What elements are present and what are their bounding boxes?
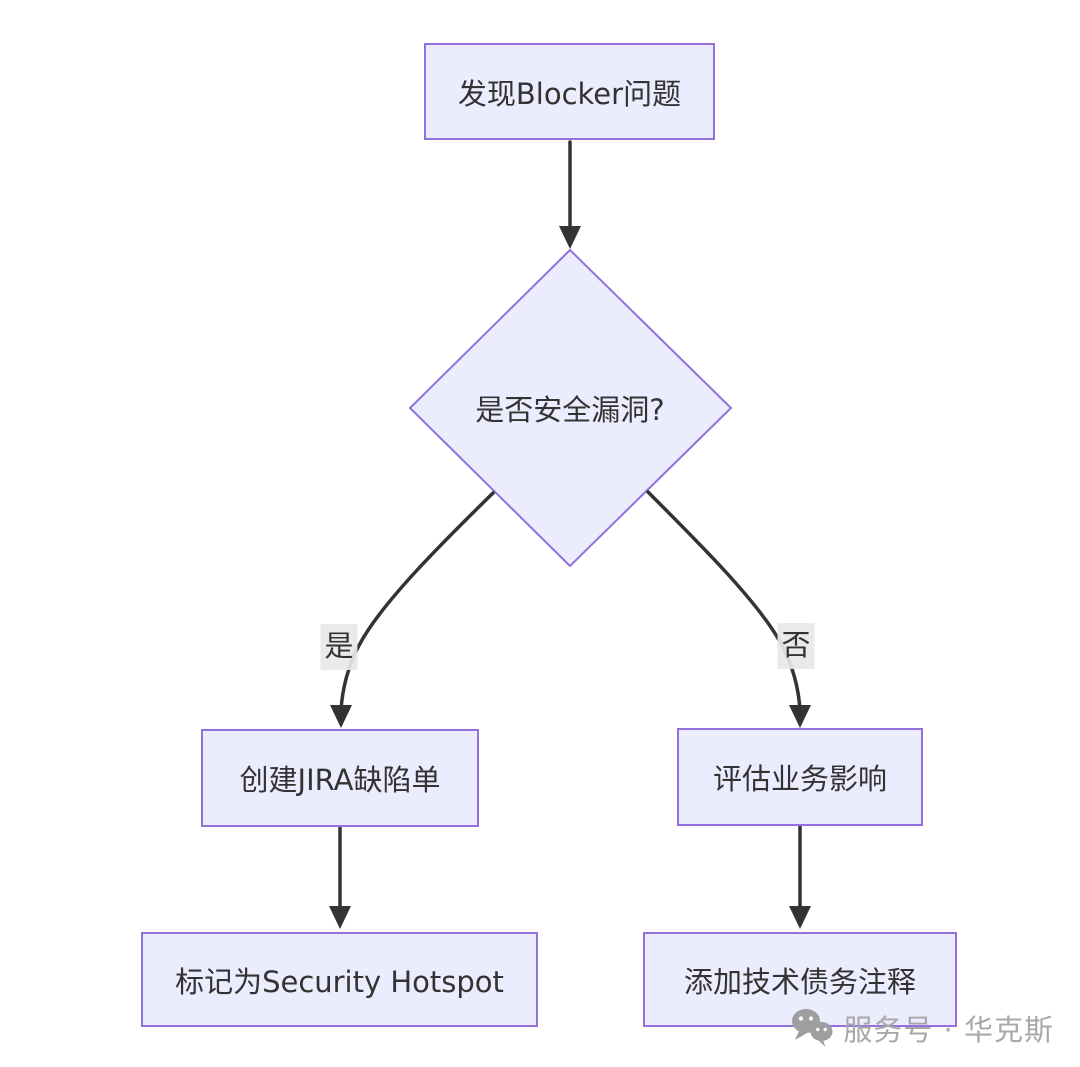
node-decision-label: 是否安全漏洞? (475, 393, 665, 427)
node-assess-impact: 评估业务影响 (677, 728, 923, 826)
wechat-icon (791, 1008, 834, 1048)
node-start-label: 发现Blocker问题 (457, 76, 682, 111)
arrowhead-to-decision (559, 226, 581, 249)
node-mark-security-hotspot-label: 标记为Security Hotspot (175, 964, 504, 999)
edge-label-no: 否 (777, 623, 815, 669)
arrowhead-to-yes1 (330, 705, 352, 728)
edge-decision-yes (339, 491, 495, 713)
edge-decision-no (646, 490, 802, 713)
watermark: 服务号 · 华克斯 (791, 1007, 1054, 1049)
node-add-tech-debt-note-label: 添加技术债务注释 (683, 964, 916, 999)
node-assess-impact-label: 评估业务影响 (712, 762, 887, 796)
node-start: 发现Blocker问题 (424, 43, 715, 140)
node-mark-security-hotspot: 标记为Security Hotspot (141, 932, 538, 1027)
node-create-jira: 创建JIRA缺陷单 (201, 729, 479, 827)
node-create-jira-label: 创建JIRA缺陷单 (239, 763, 441, 797)
watermark-text: 服务号 · 华克斯 (843, 1013, 1054, 1047)
edge-label-yes: 是 (320, 624, 358, 670)
arrowhead-to-yes2 (329, 906, 351, 929)
arrowhead-to-no2 (789, 906, 811, 929)
arrowhead-to-no1 (789, 705, 811, 728)
